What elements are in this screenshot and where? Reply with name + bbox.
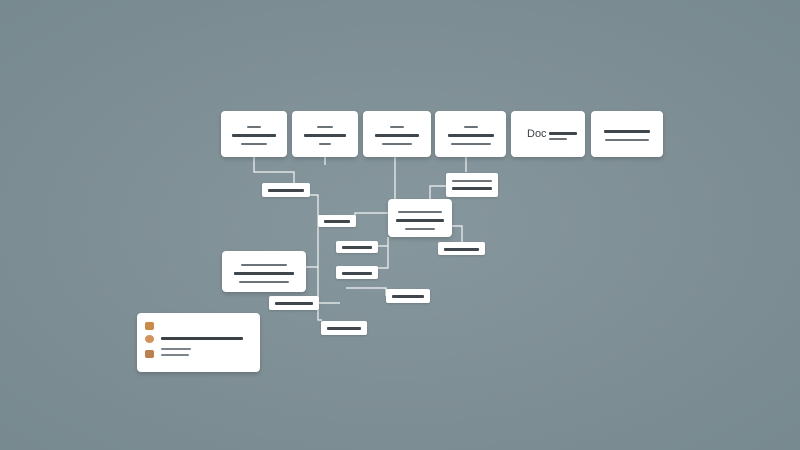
node-title: Doc <box>527 128 547 140</box>
connector <box>346 287 387 296</box>
node-card[interactable] <box>221 111 287 157</box>
node-card[interactable] <box>363 111 431 157</box>
node-card[interactable] <box>292 111 358 157</box>
node-card[interactable] <box>591 111 663 157</box>
tag-label[interactable] <box>386 289 430 303</box>
tag-label[interactable] <box>336 266 378 279</box>
connector <box>317 267 322 321</box>
tag-label[interactable] <box>336 241 378 253</box>
image-icon <box>145 350 154 358</box>
legend-panel <box>137 313 260 372</box>
tag-label[interactable] <box>438 242 485 255</box>
node-card[interactable]: Doc <box>511 111 585 157</box>
tag-label[interactable] <box>262 183 310 197</box>
connector <box>253 157 295 185</box>
tag-label[interactable] <box>446 173 498 197</box>
folder-icon <box>145 322 154 330</box>
connector <box>378 237 389 269</box>
node-card[interactable] <box>388 199 452 237</box>
tag-label[interactable] <box>318 215 356 227</box>
tag-label[interactable] <box>269 296 319 310</box>
connector <box>452 225 463 242</box>
connector <box>306 194 319 268</box>
node-card[interactable] <box>222 251 306 292</box>
document-icon <box>145 335 154 343</box>
node-card[interactable] <box>435 111 506 157</box>
connector <box>429 185 446 199</box>
tag-label[interactable] <box>321 321 367 335</box>
